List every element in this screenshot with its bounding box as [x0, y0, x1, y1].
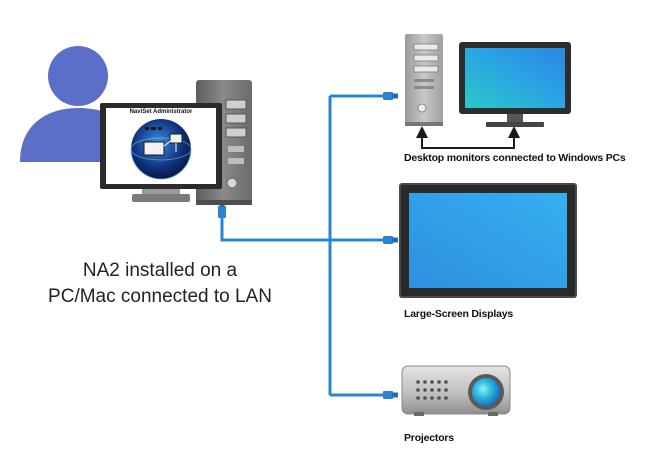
admin-caption-line2: PC/Mac connected to LAN	[48, 286, 272, 307]
desktop-connection-bracket	[421, 138, 515, 149]
admin-caption-line1: NA2 installed on a	[82, 260, 238, 281]
large-screen-displays-label: Large-Screen Displays	[404, 308, 514, 320]
projectors-label: Projectors	[404, 432, 454, 444]
projector-vent-grid	[416, 380, 448, 400]
plug-projector	[383, 391, 398, 399]
large-display-icon	[399, 183, 577, 298]
desktop-pc-tower-icon	[405, 34, 443, 126]
plug-desktop	[383, 92, 398, 100]
naviset-globe-icon	[130, 119, 192, 180]
projector-icon	[401, 365, 511, 416]
admin-screen-title: NaviSet Administrator	[129, 109, 193, 115]
desktop-monitors-label: Desktop monitors connected to Windows PC…	[404, 152, 626, 164]
admin-caption: NA2 installed on a PC/Mac connected to L…	[35, 258, 285, 310]
admin-monitor-icon	[100, 103, 222, 202]
cable-admin	[220, 218, 330, 242]
desktop-monitor-icon	[459, 42, 571, 127]
bracket-arrow-left	[416, 126, 428, 138]
network-cables	[220, 94, 385, 397]
bracket-arrow-right	[508, 126, 520, 138]
admin-screen-toolbar	[145, 127, 162, 130]
plug-large-display	[383, 236, 398, 244]
